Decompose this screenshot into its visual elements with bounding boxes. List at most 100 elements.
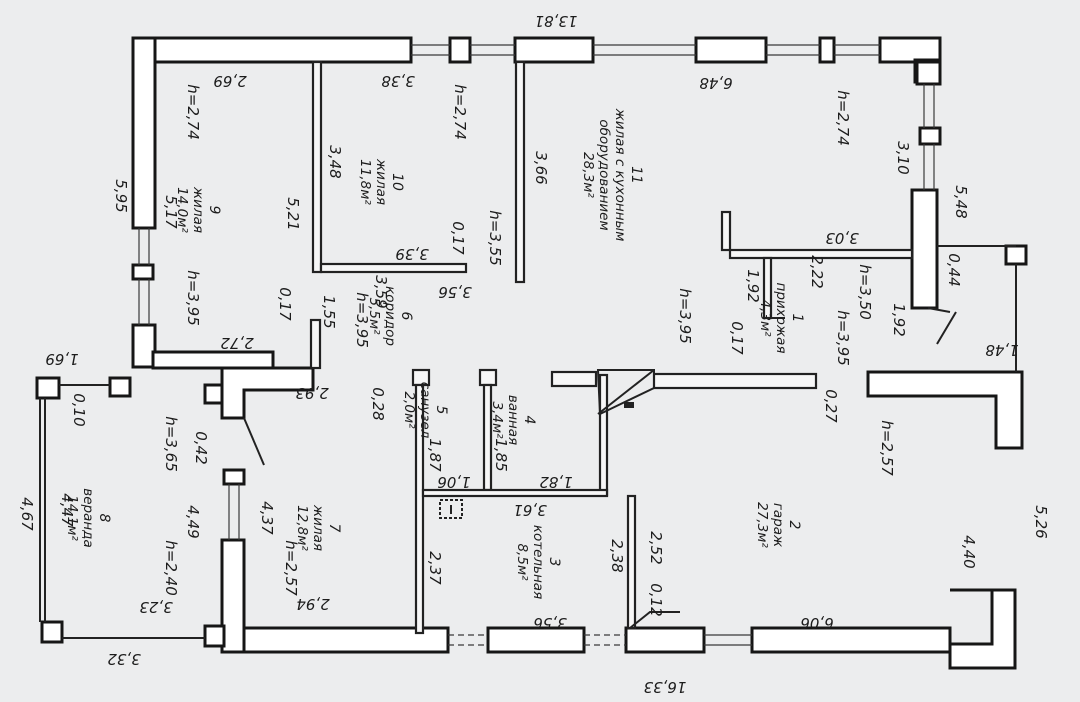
wall-garage-top xyxy=(652,372,818,390)
boiler-symbol xyxy=(439,499,463,519)
svg-text:3,4м²: 3,4м² xyxy=(489,401,505,439)
bottom-wall-left xyxy=(220,626,450,654)
svg-text:14,0м²: 14,0м² xyxy=(174,187,190,233)
wall-bath-top xyxy=(550,370,598,388)
height-hall-2: h=3,50 xyxy=(856,264,874,319)
interior-walls xyxy=(243,60,957,635)
dim-339: 3,39 xyxy=(395,245,428,263)
stair-marker xyxy=(624,402,634,408)
dim-303: 3,03 xyxy=(825,229,858,247)
partition-hall-left xyxy=(762,256,773,320)
svg-text:8: 8 xyxy=(96,514,112,523)
veranda-rails xyxy=(39,384,205,639)
room-4-label: 4 ванная 3,4м² xyxy=(489,395,537,445)
dim-467: 4,67 xyxy=(18,497,36,531)
partition-hall-a xyxy=(720,210,732,252)
wall-room9-bottom xyxy=(151,350,275,370)
svg-text:веранда: веранда xyxy=(80,488,96,548)
partition-10-11 xyxy=(514,60,526,284)
dim-332: 3,32 xyxy=(107,650,140,668)
bottom-windows xyxy=(448,634,752,646)
room-8-label: 8 веранда 14,1м² xyxy=(64,488,112,548)
dim-595: 5,95 xyxy=(112,179,130,212)
room-7-label: 7 жилая 12,8м² xyxy=(294,504,342,551)
height-11-top: h=2,74 xyxy=(834,90,852,145)
svg-text:жилая: жилая xyxy=(310,504,326,551)
left-wall-lower xyxy=(220,538,246,654)
dim-449: 4,49 xyxy=(184,505,202,538)
room-6-label: 6 коридор 5,5м² xyxy=(366,286,414,346)
bottom-pier-2 xyxy=(624,626,706,654)
room-11-label: 11 жилая с кухонным оборудованием 28,3м² xyxy=(580,108,644,242)
room7-window xyxy=(228,484,240,540)
svg-text:11,8м²: 11,8м² xyxy=(357,159,373,205)
stair-diagonal xyxy=(597,369,655,415)
svg-text:4,3м²: 4,3м² xyxy=(757,299,773,337)
dim-185: 1,85 xyxy=(492,438,510,471)
pillar-b xyxy=(478,368,498,387)
dim-012: 0,12 xyxy=(647,583,665,616)
dim-293: 2,93 xyxy=(295,384,328,402)
dim-028: 0,28 xyxy=(369,387,387,420)
svg-text:гараж: гараж xyxy=(770,503,786,548)
svg-text:жилая: жилая xyxy=(190,186,206,233)
dim-155: 1,55 xyxy=(320,295,338,328)
dim-437: 4,37 xyxy=(258,501,276,535)
svg-text:оборудованием: оборудованием xyxy=(596,119,612,230)
dim-272: 2,72 xyxy=(220,334,253,352)
room-1-label: 1 прихожая 4,3м² xyxy=(757,283,805,354)
height-9-top: h=2,74 xyxy=(184,84,202,139)
svg-text:5: 5 xyxy=(433,406,449,415)
stair-element xyxy=(596,369,655,416)
svg-text:11: 11 xyxy=(628,166,644,184)
top-pier-5 xyxy=(878,36,942,64)
top-pier-3 xyxy=(694,36,768,64)
partition-boiler-garage xyxy=(626,494,637,630)
veranda-post-top-right xyxy=(108,376,132,398)
left-wall-upper xyxy=(131,36,157,230)
dim-526: 5,26 xyxy=(1032,505,1050,538)
dim-017a: 0,17 xyxy=(449,221,467,255)
hall-details xyxy=(770,307,957,345)
svg-text:10: 10 xyxy=(389,173,405,191)
dim-187: 1,87 xyxy=(426,438,444,472)
left-window xyxy=(138,228,150,325)
dim-269: 2,69 xyxy=(213,72,246,90)
height-corridor: h=3,95 xyxy=(353,292,371,347)
dim-440: 4,40 xyxy=(960,535,978,568)
dim-017b: 0,17 xyxy=(728,321,746,355)
height-7: h=2,57 xyxy=(282,540,300,596)
svg-text:3: 3 xyxy=(546,558,562,567)
dim-548: 5,48 xyxy=(952,185,970,218)
svg-text:1: 1 xyxy=(789,314,805,323)
top-pier-4 xyxy=(818,36,836,64)
svg-text:4: 4 xyxy=(521,416,537,425)
dim-323: 3,23 xyxy=(139,598,172,616)
height-11-bottom: h=3,95 xyxy=(676,288,694,343)
height-veranda-bottom: h=2,40 xyxy=(162,540,180,595)
right-pier xyxy=(918,126,942,146)
dim-356b: 3,56 xyxy=(533,614,566,632)
top-wall-left xyxy=(131,36,413,64)
svg-text:коридор: коридор xyxy=(382,286,398,346)
partition-9-corridor xyxy=(309,318,322,370)
svg-text:ванная: ванная xyxy=(505,395,521,445)
height-veranda-top: h=3,65 xyxy=(162,416,180,471)
room-labels: 9 жилая 14,0м² 10 жилая 11,8м² 11 жилая … xyxy=(64,108,805,600)
partition-wet-bottom xyxy=(421,488,609,498)
dim-010: 0,10 xyxy=(70,393,88,426)
svg-text:2,0м²: 2,0м² xyxy=(401,391,417,429)
veranda-post-top-left xyxy=(35,376,61,400)
dim-606: 6,06 xyxy=(800,614,833,632)
svg-text:6: 6 xyxy=(398,312,414,321)
room-5-label: 5 санузел 2,0м² xyxy=(401,382,449,439)
ceiling-heights: h=2,74 h=2,74 h=2,74 h=3,95 h=3,55 h=3,9… xyxy=(162,84,896,596)
svg-text:котельная: котельная xyxy=(530,525,546,599)
garage-bottom-right-wall xyxy=(948,588,1017,670)
dim-bottom-total: 16,33 xyxy=(644,678,687,696)
room-2-label: 2 гараж 27,3м² xyxy=(754,502,802,548)
dim-517: 5,17 xyxy=(162,195,180,229)
veranda-post-bottom-left xyxy=(40,620,64,644)
partition-9-10 xyxy=(311,60,323,274)
